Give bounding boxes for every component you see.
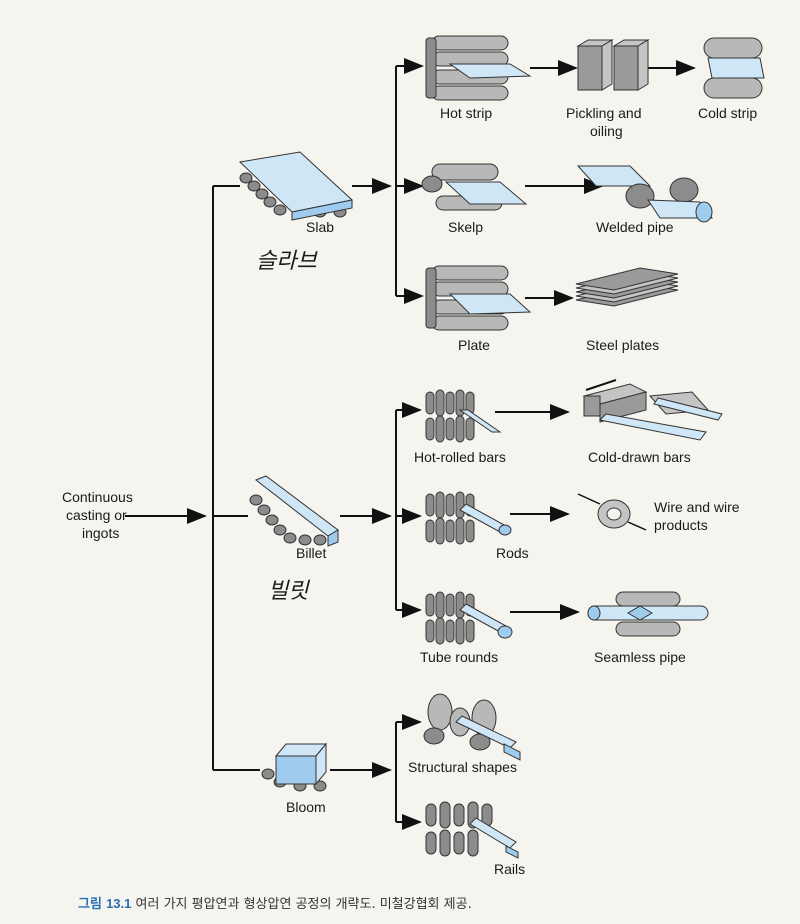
bloom-illustration bbox=[261, 742, 328, 792]
skelp-mill-illustration bbox=[421, 163, 528, 211]
slab-illustration bbox=[238, 151, 354, 221]
tube-rounds-label: Tube rounds bbox=[420, 649, 498, 665]
structural-shapes-mill-illustration bbox=[423, 693, 521, 761]
slab-label: Slab bbox=[306, 219, 334, 235]
welded-pipe-label: Welded pipe bbox=[596, 219, 674, 235]
billet-handwritten-note: 빌릿 bbox=[268, 578, 310, 603]
hot-strip-label: Hot strip bbox=[440, 105, 492, 121]
slab-handwritten-note: 슬라브 bbox=[256, 248, 318, 273]
welded-pipe-illustration bbox=[576, 165, 713, 223]
structural-shapes-label: Structural shapes bbox=[408, 759, 517, 775]
rails-label: Rails bbox=[494, 861, 525, 877]
plate-mill-illustration bbox=[425, 265, 532, 331]
source-label-line2: casting or bbox=[66, 507, 127, 523]
cold-drawn-bars-illustration bbox=[582, 379, 723, 441]
cold-strip-mill-illustration bbox=[703, 37, 765, 99]
source-label-line1: Continuous bbox=[62, 489, 133, 505]
billet-label: Billet bbox=[296, 545, 326, 561]
rails-mill-illustration bbox=[425, 801, 519, 859]
flow-connectors bbox=[125, 58, 696, 830]
cold-drawn-bars-label: Cold-drawn bars bbox=[588, 449, 691, 465]
rods-label: Rods bbox=[496, 545, 529, 561]
seamless-pipe-label: Seamless pipe bbox=[594, 649, 686, 665]
figure-caption: 그림 13.1 여러 가지 평압연과 형상압연 공정의 개략도. 미철강협회 제… bbox=[78, 893, 472, 912]
wire-products-illustration bbox=[577, 493, 647, 531]
pickling-label-line1: Pickling and bbox=[566, 105, 642, 121]
hot-strip-mill-illustration bbox=[425, 35, 532, 101]
caption-prefix: 그림 bbox=[78, 896, 102, 911]
bloom-label: Bloom bbox=[286, 799, 326, 815]
wire-label-line1: Wire and wire bbox=[654, 499, 740, 515]
billet-illustration bbox=[249, 475, 339, 547]
pickling-tanks-illustration bbox=[576, 39, 650, 91]
wire-label-line2: products bbox=[654, 517, 708, 533]
cold-strip-label: Cold strip bbox=[698, 105, 757, 121]
tube-rounds-mill-illustration bbox=[425, 591, 513, 645]
source-label-line3: ingots bbox=[82, 525, 119, 541]
seamless-pipe-illustration bbox=[587, 591, 709, 637]
caption-text: 여러 가지 평압연과 형상압연 공정의 개략도. 미철강협회 제공. bbox=[135, 897, 472, 912]
pickling-label-line2: oiling bbox=[590, 123, 623, 139]
hot-rolled-bars-mill-illustration bbox=[425, 389, 502, 443]
plate-label: Plate bbox=[458, 337, 490, 353]
steel-plates-label: Steel plates bbox=[586, 337, 659, 353]
steel-plates-illustration bbox=[575, 267, 679, 307]
hot-rolled-bars-label: Hot-rolled bars bbox=[414, 449, 506, 465]
rods-mill-illustration bbox=[425, 491, 512, 545]
caption-number: 13.1 bbox=[106, 896, 132, 911]
skelp-label: Skelp bbox=[448, 219, 483, 235]
